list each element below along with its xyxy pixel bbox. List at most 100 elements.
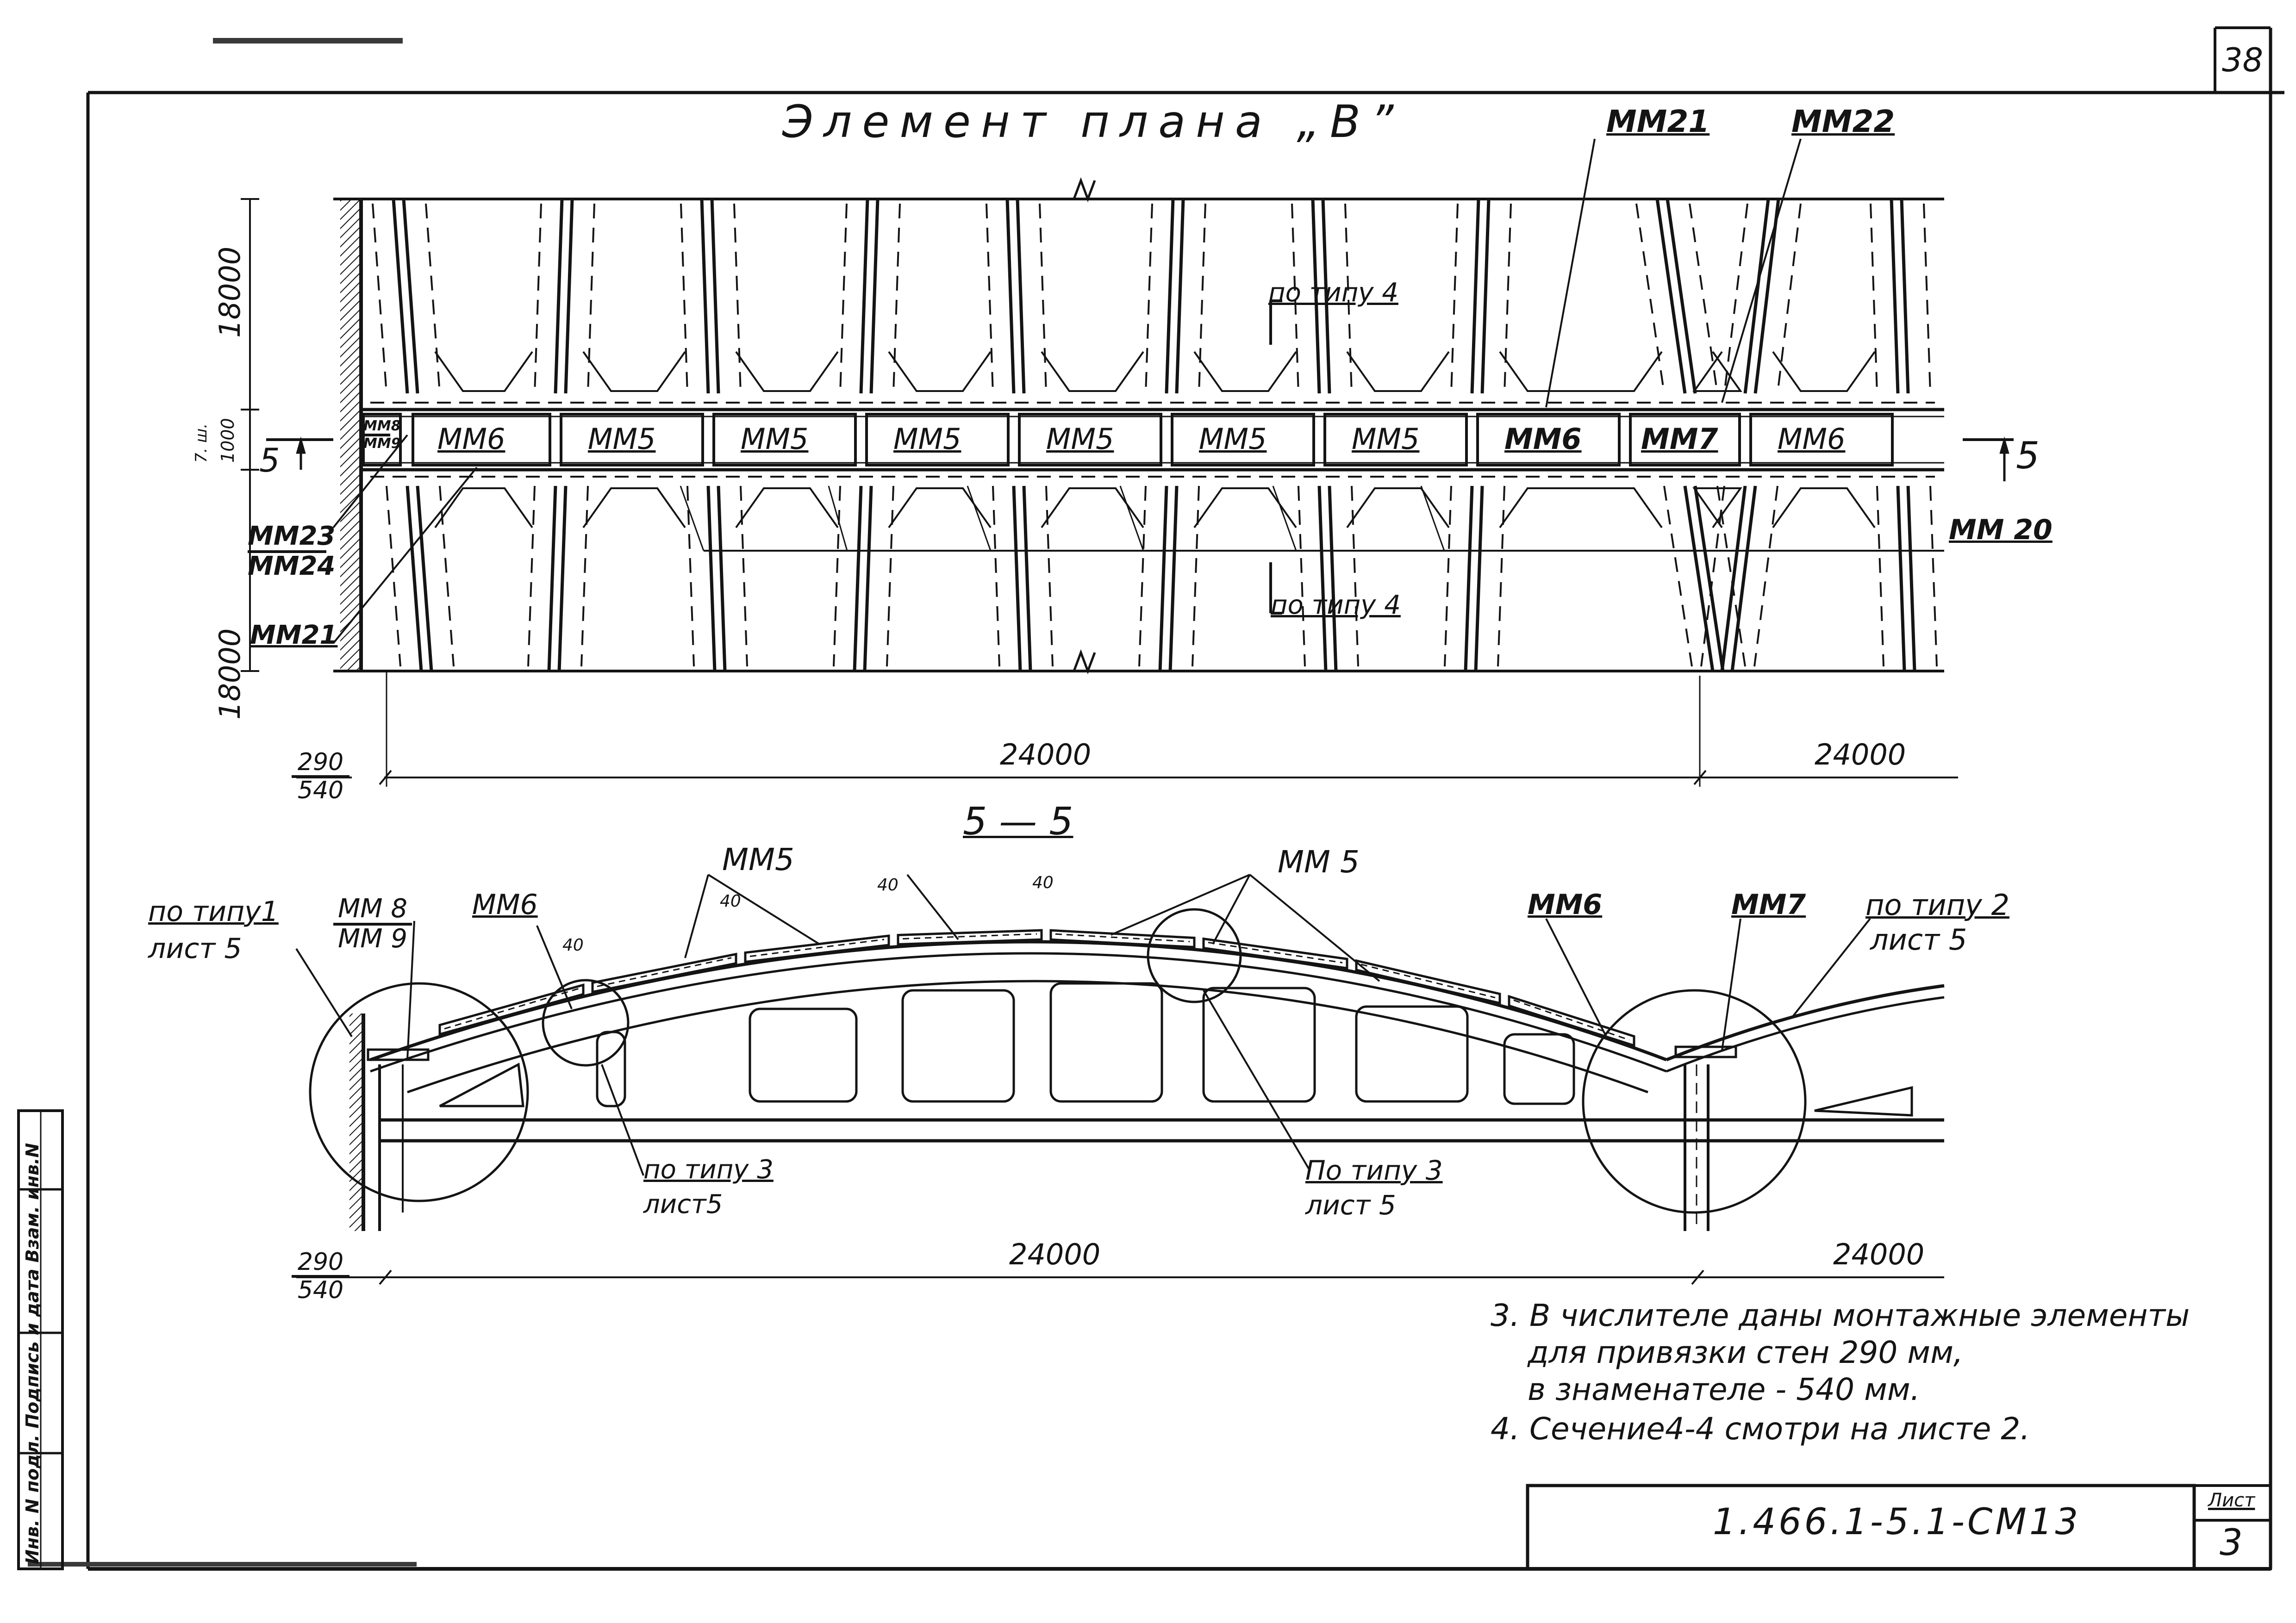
band-panel bbox=[560, 413, 704, 466]
plan-rib bbox=[1655, 199, 1687, 394]
plan-rib bbox=[392, 199, 409, 394]
dim-section-right: 24000 bbox=[1833, 1237, 1925, 1271]
band-panel-small bbox=[362, 413, 402, 466]
plan-rib bbox=[1311, 199, 1321, 394]
section-label-mm6-right: MM6 bbox=[1528, 889, 1603, 921]
slab-panel bbox=[591, 952, 737, 994]
dim-band-prefix: 7. ш. bbox=[192, 423, 211, 463]
plan-rib bbox=[1158, 485, 1168, 672]
band-panel-label: MM5 bbox=[1199, 422, 1267, 456]
section-label-mm5-left: MM5 bbox=[722, 842, 794, 877]
plan-rib bbox=[547, 485, 557, 672]
plan-rib bbox=[853, 485, 863, 672]
ref-type3-right-line1: По типу 3 bbox=[1305, 1155, 1443, 1186]
section-title: 5 — 5 bbox=[963, 800, 1073, 844]
label-mm21-left: MM21 bbox=[250, 620, 338, 650]
section-label-mm8-mm9: MM 8 MM 9 bbox=[333, 895, 412, 953]
band-panel-label: MM5 bbox=[741, 422, 809, 456]
plan-rib bbox=[1165, 199, 1175, 394]
band-panel bbox=[1629, 413, 1741, 466]
page-number: 38 bbox=[2222, 41, 2264, 79]
slab-panel bbox=[897, 929, 1043, 946]
plan-rib bbox=[1720, 485, 1747, 672]
ref-type3-right-line2: лист 5 bbox=[1305, 1189, 1396, 1221]
band-panel-label: MM5 bbox=[1046, 422, 1114, 456]
slab-panel bbox=[367, 1048, 430, 1061]
section-openings bbox=[439, 982, 1913, 1117]
band-panel bbox=[1476, 413, 1621, 466]
label-mm8-mm9-small: MM8 MM9 bbox=[363, 418, 401, 452]
dim-band: 1000 bbox=[218, 418, 238, 463]
band-panel bbox=[412, 413, 551, 466]
note-4: 4. Сечение4-4 смотри на листе 2. bbox=[1491, 1411, 2030, 1447]
title-block bbox=[17, 1109, 2272, 1571]
band-panel-label: MM5 bbox=[588, 422, 656, 456]
dim-upper-left: 18000 bbox=[213, 246, 247, 338]
plan-rib bbox=[1743, 199, 1770, 394]
dim-lower-left: 18000 bbox=[213, 628, 247, 720]
band-panel-label: MM6 bbox=[1504, 422, 1582, 456]
plan-rib bbox=[1317, 485, 1328, 672]
plan-rib bbox=[1683, 485, 1715, 672]
note-3-line2: для привязки стен 290 мм, bbox=[1528, 1335, 1963, 1370]
slab-panel bbox=[438, 983, 585, 1036]
dim-plan-right: 24000 bbox=[1815, 738, 1906, 771]
gap-40-b: 40 bbox=[720, 892, 741, 911]
truss-opening bbox=[1503, 1033, 1575, 1105]
slab-panel bbox=[744, 934, 890, 964]
ref-type1-line2: лист 5 bbox=[148, 933, 242, 965]
dim-section-main: 24000 bbox=[1009, 1237, 1101, 1271]
band-panel-label: MM5 bbox=[1352, 422, 1420, 456]
plan-rib bbox=[1896, 485, 1906, 672]
plan-view bbox=[333, 177, 1944, 675]
truss-opening bbox=[749, 1007, 858, 1103]
section-ref-top: по типу 4 bbox=[1268, 278, 1398, 308]
slab-panel bbox=[1049, 929, 1196, 949]
band-panel-label: MM6 bbox=[437, 422, 505, 456]
plan-rib bbox=[554, 199, 564, 394]
note-3-line1: 3. В числителе даны монтажные элементы bbox=[1491, 1298, 2190, 1333]
dim-plan-offset: 290 540 bbox=[292, 750, 349, 803]
section-ref-bottom: по типу 4 bbox=[1271, 590, 1401, 620]
plan-rib bbox=[1470, 199, 1480, 394]
slab-panel bbox=[1508, 995, 1635, 1047]
slab-panel bbox=[1202, 937, 1348, 970]
band-panel-label: MM6 bbox=[1778, 422, 1846, 456]
note-3-line3: в знаменателе - 540 мм. bbox=[1528, 1372, 1920, 1407]
section-label-mm6-left: MM6 bbox=[472, 889, 538, 921]
section-label-mm5-right: MM 5 bbox=[1278, 844, 1360, 880]
plan-dimensions bbox=[241, 138, 2014, 787]
dim-section-offset: 290 540 bbox=[292, 1250, 349, 1303]
truss-opening bbox=[1355, 1005, 1469, 1103]
truss-opening bbox=[1202, 987, 1316, 1103]
ref-type1-line1: по типу1 bbox=[148, 895, 279, 928]
section-mark-right: 5 bbox=[2016, 434, 2040, 477]
band-panel bbox=[1749, 413, 1894, 466]
drawing-title: Элемент плана „В” bbox=[782, 96, 1404, 148]
band-panel bbox=[1171, 413, 1315, 466]
band-panel-label: MM5 bbox=[893, 422, 961, 456]
band-panel bbox=[1323, 413, 1468, 466]
truss-opening bbox=[1814, 1086, 1913, 1117]
plan-rib bbox=[1012, 485, 1022, 672]
truss-opening bbox=[439, 1063, 524, 1107]
ref-type2-line1: по типу 2 bbox=[1866, 888, 2009, 922]
plan-rib bbox=[1005, 199, 1016, 394]
slab-panel bbox=[1674, 1045, 1737, 1058]
label-mm22-top: MM22 bbox=[1791, 104, 1895, 139]
band-panel bbox=[712, 413, 857, 466]
gap-40-d: 40 bbox=[1032, 873, 1054, 892]
section-slab-panels bbox=[367, 929, 1737, 1061]
gap-40-c: 40 bbox=[877, 876, 898, 895]
band-panel bbox=[1018, 413, 1162, 466]
plan-rib bbox=[700, 199, 710, 394]
plan-rib bbox=[859, 199, 869, 394]
dim-plan-main: 24000 bbox=[1000, 738, 1092, 771]
section-mark-left: 5 bbox=[259, 442, 280, 479]
plan-rib bbox=[406, 485, 423, 672]
band-panel bbox=[865, 413, 1010, 466]
label-mm21-top: MM21 bbox=[1606, 104, 1710, 139]
plan-rib bbox=[1464, 485, 1474, 672]
